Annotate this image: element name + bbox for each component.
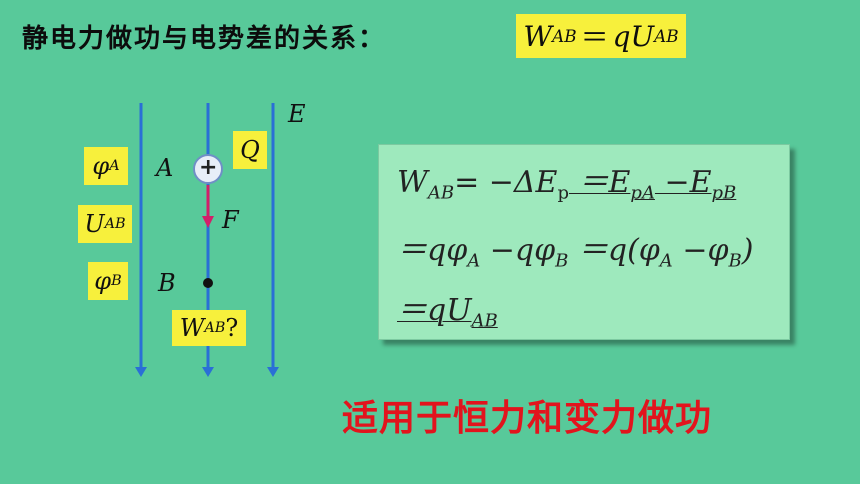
- phi-a-sub: A: [109, 158, 120, 174]
- formula-eq: ＝: [580, 21, 609, 54]
- work-q-main: W: [179, 314, 205, 342]
- u-ab-main: U: [84, 210, 105, 238]
- applicability-note: 适用于恒力和变力做功: [342, 398, 713, 439]
- d2-b: −qφ: [480, 233, 556, 268]
- work-q-suffix: ?: [225, 314, 239, 342]
- work-q-sub: AB: [204, 320, 226, 336]
- d2-e: ): [741, 233, 754, 268]
- point-b-label: B: [158, 269, 176, 297]
- force-label: F: [222, 206, 239, 234]
- d2-c: ＝q(φ: [568, 233, 660, 268]
- d1-eq2: ＝E: [568, 165, 631, 200]
- d2-c-sub: A: [659, 250, 673, 272]
- positive-charge: [193, 154, 223, 184]
- d1-ep-sub: p: [557, 182, 569, 204]
- d1-epa-sub: pA: [630, 182, 655, 204]
- d1-w-sub: AB: [427, 182, 455, 204]
- phi-b-sub: B: [111, 273, 122, 289]
- d3-a: ＝qU: [397, 293, 472, 328]
- phi-b-main: φ: [94, 267, 112, 295]
- derivation-line-3: ＝qUAB: [397, 285, 498, 331]
- derivation-line-2: ＝qφA −qφB ＝q(φA −φB): [397, 225, 753, 271]
- derivation-line-1: WAB= −ΔEp ＝EpA −EpB: [397, 157, 736, 203]
- d1-minus: −E: [654, 165, 712, 200]
- d1-w: W: [397, 165, 428, 200]
- formula-w-sub: AB: [552, 26, 577, 46]
- d3-a-sub: AB: [471, 310, 498, 332]
- slide-title: 静电力做功与电势差的关系：: [22, 24, 387, 54]
- formula-u-sub: AB: [654, 26, 679, 46]
- charge-sign: +: [199, 155, 218, 180]
- derivation-box: WAB= −ΔEp ＝EpA −EpB ＝qφA −qφB ＝q(φA −φB)…: [378, 144, 790, 340]
- point-b-dot: [203, 278, 213, 288]
- u-ab-sub: AB: [104, 216, 126, 232]
- point-a-label: A: [156, 154, 174, 182]
- phi-a-main: φ: [92, 152, 110, 180]
- field-label: E: [288, 100, 306, 128]
- formula-w: W: [523, 19, 553, 53]
- d1-epb-sub: pB: [711, 182, 737, 204]
- d2-d: −φ: [672, 233, 729, 268]
- d1-eq1: = −ΔE: [454, 165, 558, 200]
- d2-a: ＝qφ: [397, 233, 468, 268]
- d2-b-sub: B: [555, 250, 569, 272]
- formula-qu: qU: [612, 19, 655, 53]
- charge-q-box: Q: [233, 131, 267, 169]
- charge-q-label: Q: [240, 136, 260, 164]
- d2-a-sub: A: [467, 250, 481, 272]
- d2-d-sub: B: [728, 250, 742, 272]
